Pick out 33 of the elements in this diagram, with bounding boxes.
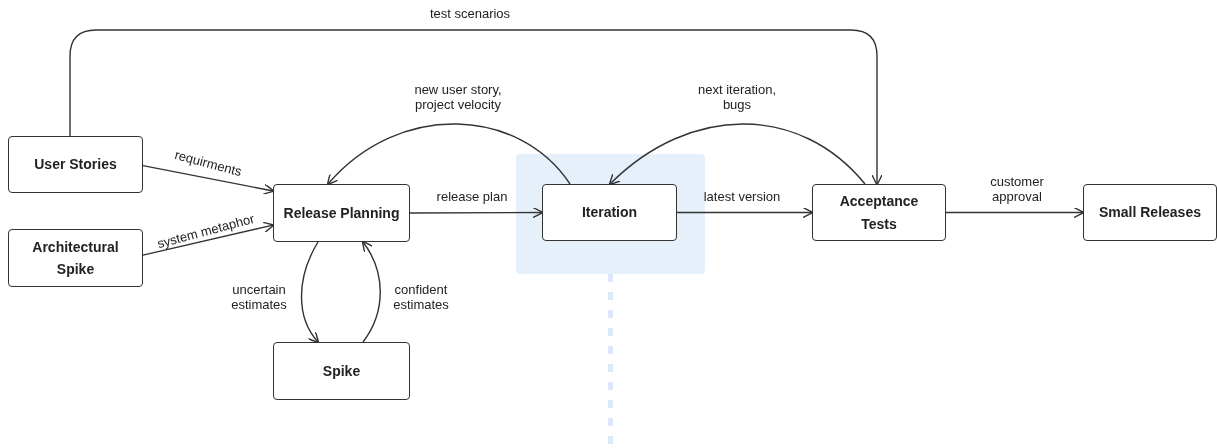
process-box — [812, 184, 946, 241]
edge-label: new user story, project velocity — [413, 83, 503, 113]
process-box — [273, 184, 410, 242]
arrow — [69, 29, 883, 186]
arrow — [300, 241, 320, 344]
arrow — [361, 240, 381, 343]
arrow — [945, 206, 1085, 219]
process-box — [8, 136, 143, 193]
node-label: Iteration — [581, 203, 638, 223]
edge-label: system metaphor — [155, 211, 257, 253]
node-label: Acceptance Tests — [838, 192, 920, 234]
arrow — [676, 206, 814, 219]
arrow — [608, 123, 866, 186]
highlight-band — [516, 154, 705, 274]
node-label: Spike — [322, 361, 361, 381]
arrow — [142, 221, 275, 256]
node-label: User Stories — [34, 155, 117, 175]
edge-label: release plan — [436, 189, 508, 205]
process-box — [542, 184, 677, 241]
arrow — [142, 164, 275, 195]
edge-label: customer approval — [989, 175, 1045, 205]
edge-label: confident estimates — [392, 283, 450, 313]
process-box — [8, 229, 143, 287]
edge-label: latest version — [703, 189, 781, 205]
arrow — [409, 206, 544, 219]
edge-label: uncertain estimates — [230, 283, 288, 313]
node-label: Small Releases — [1099, 203, 1201, 223]
edge-label: next iteration, bugs — [696, 83, 777, 113]
process-box — [273, 342, 410, 400]
node-label: Architectural Spike — [31, 237, 120, 279]
arrow — [326, 123, 571, 186]
node-label: Release Planning — [283, 203, 400, 223]
process-box — [1083, 184, 1217, 241]
